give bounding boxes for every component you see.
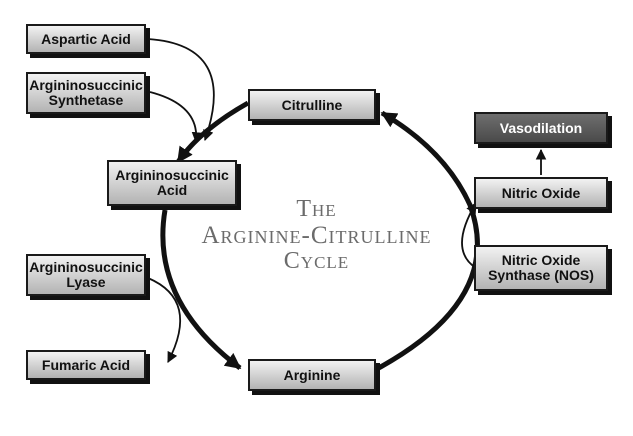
node-arginine: Arginine	[248, 359, 376, 391]
node-argininosuccinic-acid-label: Argininosuccinic Acid	[115, 167, 229, 198]
node-nitric-oxide-label: Nitric Oxide	[501, 184, 581, 201]
node-argininosuccinic-lyase: Argininosuccinic Lyase	[26, 254, 146, 296]
arrow-nos-to-nitric-oxide	[461, 202, 477, 269]
node-citrulline-label: Citrulline	[281, 96, 343, 113]
arrow-argininosuccinic-lyase	[147, 277, 182, 363]
node-citrulline: Citrulline	[248, 89, 376, 121]
node-fumaric-acid: Fumaric Acid	[26, 350, 146, 380]
node-fumaric-acid-label: Fumaric Acid	[41, 356, 131, 373]
arrow-aspartic-acid	[147, 38, 215, 142]
node-vasodilation-label: Vasodilation	[499, 119, 583, 136]
title-line-3: Cycle	[283, 248, 350, 274]
node-vasodilation: Vasodilation	[474, 112, 608, 144]
arc-arginine-to-citrulline	[373, 110, 480, 373]
arrow-argininosuccinic-synthetase	[149, 91, 203, 144]
title-line-1: The	[296, 196, 337, 222]
node-arginine-label: Arginine	[283, 366, 341, 383]
node-nos-label: Nitric Oxide Synthase (NOS)	[488, 252, 594, 283]
node-nos: Nitric Oxide Synthase (NOS)	[474, 245, 608, 291]
node-argininosuccinic-synthetase: Argininosuccinic Synthetase	[26, 72, 146, 114]
node-nitric-oxide: Nitric Oxide	[474, 177, 608, 209]
node-argininosuccinic-lyase-label: Argininosuccinic Lyase	[29, 259, 143, 290]
node-argininosuccinic-acid: Argininosuccinic Acid	[107, 160, 237, 206]
arc-argininosuccinic-acid-to-arginine	[160, 209, 242, 370]
title-line-2: Arginine-Citrulline	[201, 222, 432, 249]
node-argininosuccinic-synthetase-label: Argininosuccinic Synthetase	[29, 77, 143, 108]
node-aspartic-acid-label: Aspartic Acid	[41, 30, 131, 47]
node-aspartic-acid: Aspartic Acid	[26, 24, 146, 54]
